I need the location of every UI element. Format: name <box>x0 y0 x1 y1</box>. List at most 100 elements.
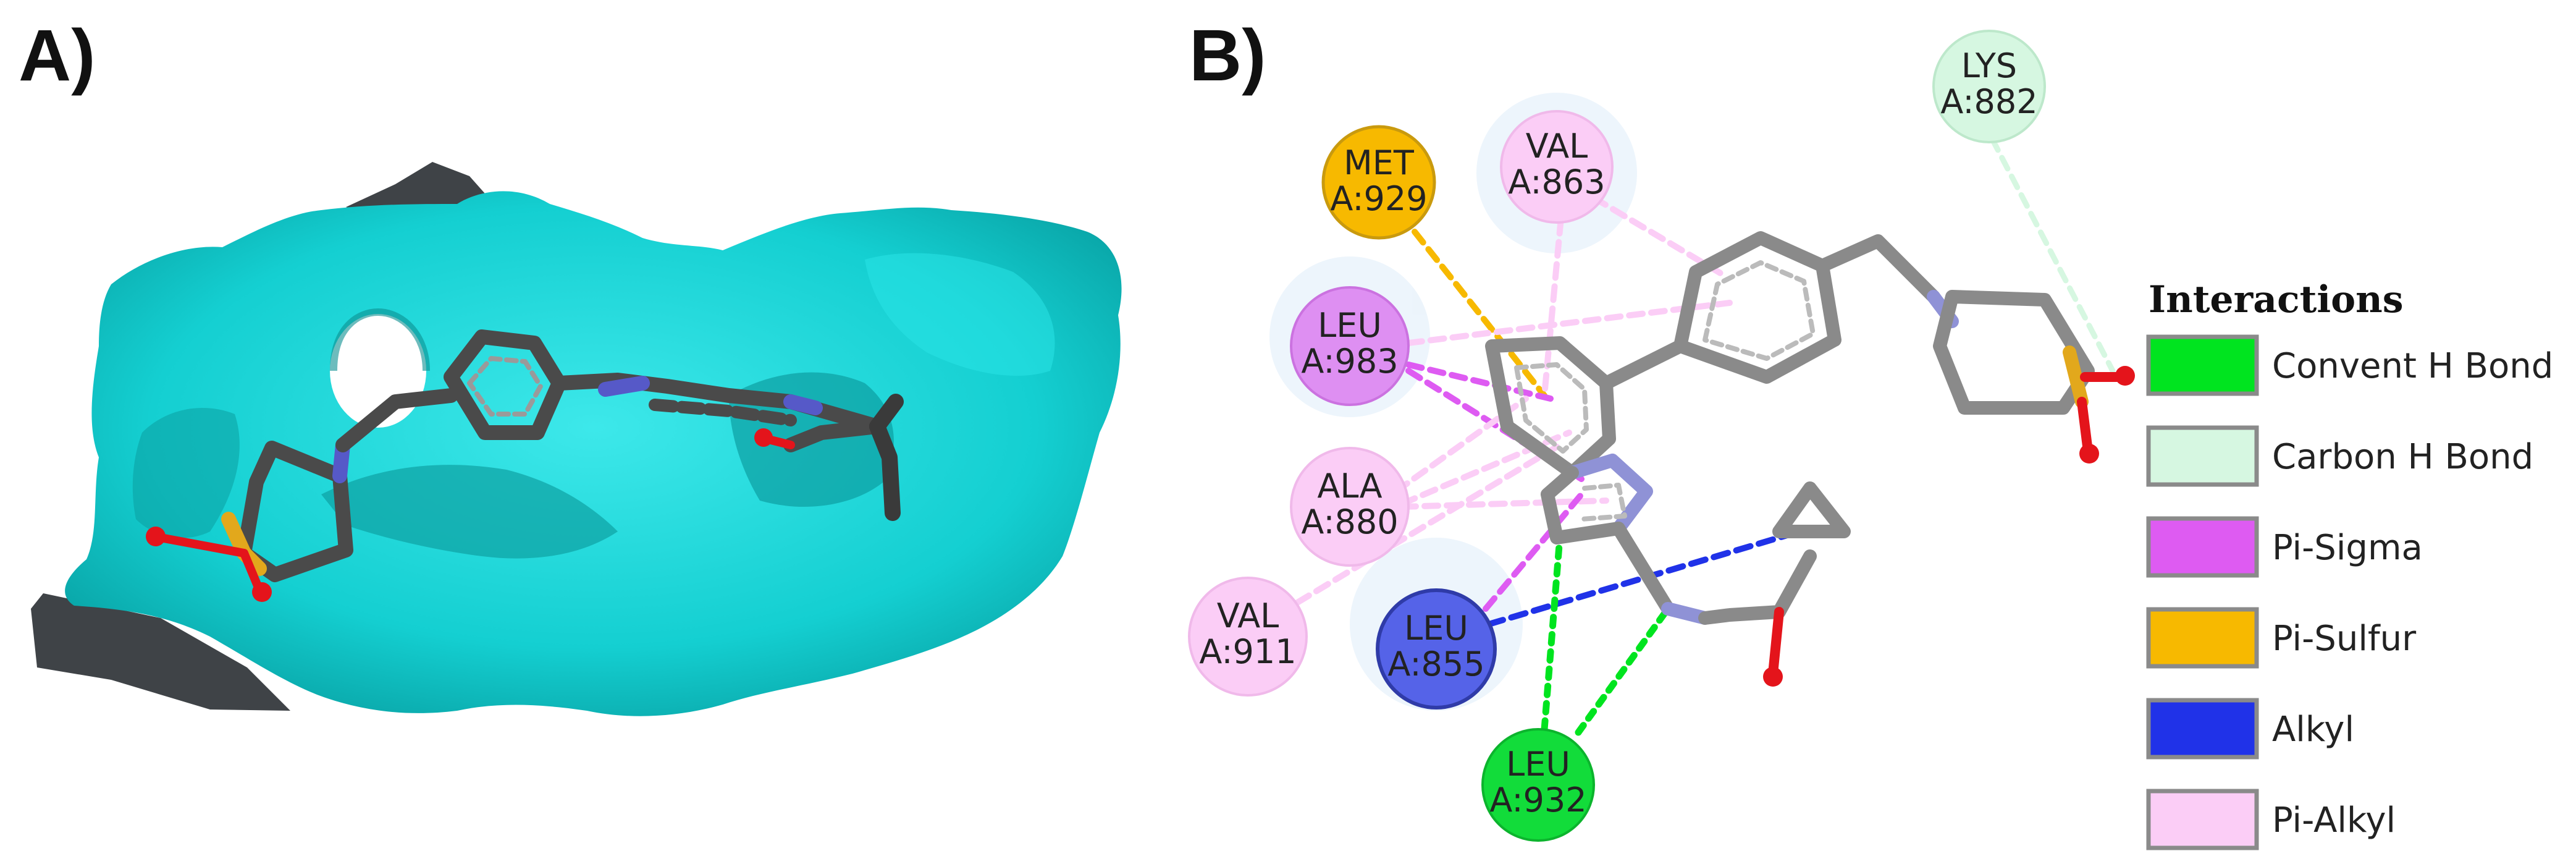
ligand-a-oxygen-2 <box>252 582 272 602</box>
core-five-ring-c <box>1541 466 1625 544</box>
legend-swatch <box>2146 789 2259 850</box>
residues: MET A:929 VAL A:863 LYS A:882 LEU A:983 … <box>1188 30 2046 842</box>
residue-val863: VAL A:863 <box>1500 110 1614 224</box>
ligand-a-cyclopropyl <box>869 418 901 521</box>
residue-ala880-name: ALA <box>1317 467 1382 506</box>
residue-leu855-id: A:855 <box>1387 645 1484 684</box>
residue-leu855: LEU A:855 <box>1376 588 1497 709</box>
ligand-a-linker <box>335 388 458 452</box>
residue-ala880-id: A:880 <box>1301 502 1398 541</box>
legend-item-pi-sulfur: Pi-Sulfur <box>2146 607 2417 669</box>
line-met929 <box>1412 229 1547 399</box>
bond-core-phenyl <box>1599 339 1687 390</box>
residue-leu983-name: LEU <box>1318 306 1382 345</box>
core-six-ring <box>1485 336 1616 480</box>
legend-item-alkyl: Alkyl <box>2146 698 2354 760</box>
ligand-2d <box>1485 231 2135 687</box>
ligand-a-core-ring <box>649 399 797 426</box>
amide-oxygen-bond <box>1768 607 1784 679</box>
line-ala880-a <box>1399 430 1572 507</box>
line-leu983-a <box>1405 362 1554 402</box>
residue-val911-name: VAL <box>1217 596 1279 635</box>
surface-fold-4 <box>132 408 240 538</box>
residue-val863-id: A:863 <box>1508 163 1605 201</box>
panel-a: A) <box>19 15 1122 716</box>
ligand-a-core-n2 <box>783 394 823 415</box>
phenyl-ch2-linker <box>1816 234 1940 303</box>
surface-fold-3 <box>865 253 1055 376</box>
residue-leu932-id: A:932 <box>1489 781 1586 820</box>
panel-b: B) <box>1188 15 2553 850</box>
ligand-a-s-o1 <box>156 533 248 557</box>
residue-val911-id: A:911 <box>1199 632 1296 671</box>
legend-item-carbon-h-bond: Carbon H Bond <box>2146 425 2533 487</box>
residue-val911: VAL A:911 <box>1188 577 1308 697</box>
panel-b-label: B) <box>1189 15 1266 96</box>
residue-ala880: ALA A:880 <box>1290 447 1410 567</box>
residue-leu932: LEU A:932 <box>1481 728 1595 842</box>
phenyl-aromatic <box>1703 260 1816 361</box>
protein-surface <box>31 162 1122 716</box>
residue-leu855-name: LEU <box>1404 609 1468 648</box>
legend-label: Pi-Alkyl <box>2272 800 2396 841</box>
line-leu983-c <box>1405 300 1733 346</box>
legend-swatch <box>2146 425 2259 487</box>
residue-leu983-id: A:983 <box>1301 342 1398 381</box>
line-leu932-b <box>1575 605 1672 736</box>
legend-label: Pi-Sulfur <box>2272 619 2417 659</box>
sulfonyl-oxygen-2 <box>2079 444 2099 464</box>
line-leu932-a <box>1541 534 1564 733</box>
residue-lys882-id: A:882 <box>1940 82 2037 121</box>
legend-item-pi-sigma: Pi-Sigma <box>2146 516 2423 578</box>
amide-carbonyl <box>1698 549 1817 625</box>
residue-lys882: LYS A:882 <box>1932 30 2046 143</box>
line-lys882 <box>1989 136 2116 374</box>
sulfonyl-o2 <box>2077 397 2093 456</box>
legend-label: Pi-Sigma <box>2272 528 2423 568</box>
surface-main <box>65 191 1122 716</box>
surface-fold-1 <box>321 465 618 559</box>
ligand-a-amide <box>783 419 885 452</box>
sulfonyl-oxygen-1 <box>2115 366 2135 386</box>
legend-label: Alkyl <box>2272 709 2354 750</box>
residue-met929: MET A:929 <box>1321 125 1436 240</box>
ligand-a-core-n <box>598 376 650 397</box>
core-five-ring-n <box>1565 454 1653 535</box>
legend-title: Interactions <box>2149 278 2404 321</box>
ring-s-segment <box>2063 345 2089 409</box>
panel-a-label: A) <box>19 15 96 96</box>
cyclopropyl-ring <box>1772 481 1851 538</box>
legend-swatch <box>2146 607 2259 669</box>
surface-dark-left <box>31 593 290 711</box>
line-leu855-b <box>1483 491 1585 612</box>
core-five-ring-aromatic <box>1579 483 1627 522</box>
ligand-a-phenyl-aromatic <box>467 356 543 417</box>
residue-leu983: LEU A:983 <box>1290 286 1410 406</box>
legend-label: Convent H Bond <box>2272 346 2553 386</box>
legend-item-conventional-h-bond: Convent H Bond <box>2146 334 2553 396</box>
residue-met929-id: A:929 <box>1330 179 1427 218</box>
surface-tunnel-rim <box>330 308 430 371</box>
ligand-a-oxygen-3 <box>754 428 773 447</box>
amide-chain <box>1612 522 1675 616</box>
legend-label: Carbon H Bond <box>2272 437 2533 477</box>
residue-val863-name: VAL <box>1526 127 1588 166</box>
legend-item-pi-alkyl: Pi-Alkyl <box>2146 789 2396 850</box>
residue-met929-name: MET <box>1344 143 1415 182</box>
line-val911 <box>1294 442 1563 606</box>
amide-oxygen <box>1763 667 1783 687</box>
legend-swatch <box>2146 698 2259 760</box>
core-six-ring-aromatic <box>1514 362 1589 454</box>
ligand-a-cyclopropyl-2 <box>869 394 904 434</box>
ligand-a-oxygen-1 <box>146 527 166 546</box>
sulfonyl-ring <box>1933 290 2095 415</box>
residue-lys882-name: LYS <box>1961 46 2017 85</box>
legend-swatch <box>2146 334 2259 396</box>
residue-leu932-name: LEU <box>1506 745 1570 784</box>
line-val863-a <box>1541 195 1566 399</box>
ligand-3d <box>146 329 904 602</box>
legend-swatch <box>2146 516 2259 578</box>
